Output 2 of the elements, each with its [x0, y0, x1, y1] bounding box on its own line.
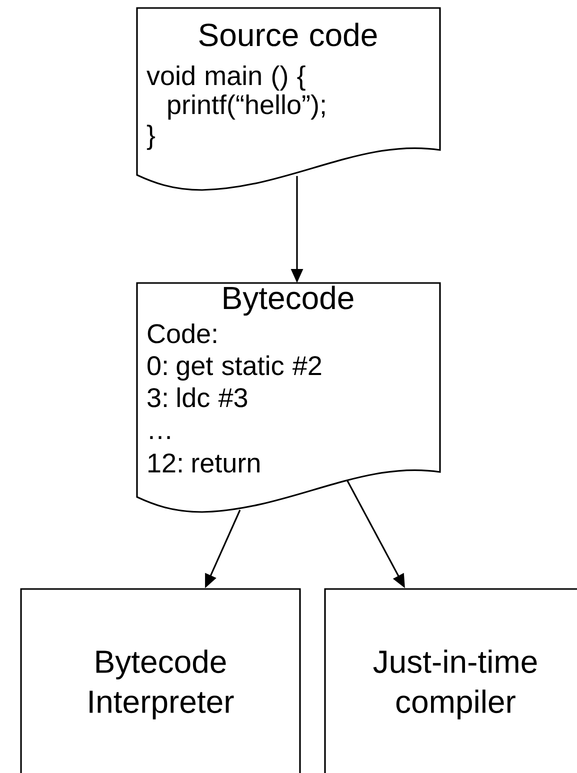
process-box: Just-in-time compiler: [324, 588, 577, 773]
process-box: Bytecode Interpreter: [20, 588, 301, 773]
